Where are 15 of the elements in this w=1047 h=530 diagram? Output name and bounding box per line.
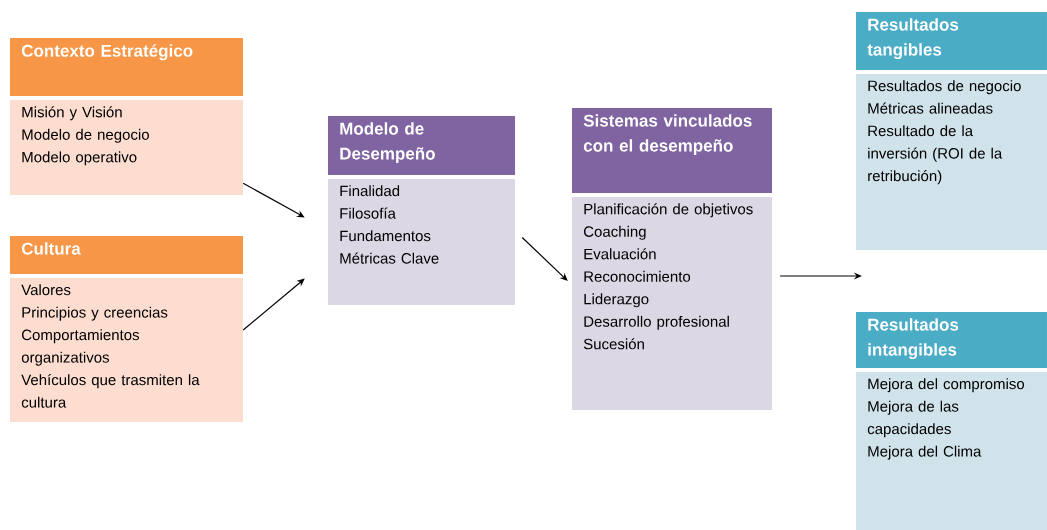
node-label: Sistemas vinculados con el desempeño bbox=[583, 114, 752, 156]
process-card: Contexto Estratégico Misión y Visión Modelo de negocio Modelo operativo bbox=[10, 38, 243, 195]
arrow bbox=[242, 182, 305, 218]
node-label: Contexto Estratégico bbox=[21, 44, 193, 61]
node-label: Resultados tangibles bbox=[867, 18, 959, 60]
process-card: Resultados intangibles Mejora del compromiso Mejora de las capacidades Mejora del Clima bbox=[856, 312, 1047, 530]
node-label: Resultados intangibles bbox=[868, 318, 959, 360]
process-card: Modelo de Desempeño Finalidad Filosofía Fundamentos Métricas Clave bbox=[328, 116, 515, 305]
node-label: Modelo de Desempeño bbox=[340, 122, 435, 164]
node-label: Cultura bbox=[21, 242, 81, 255]
process-card: Resultados tangibles Resultados de negocio Métricas alineadas Resultado de la inversión (ROI de la retribución) bbox=[856, 12, 1047, 250]
process-card: Sistemas vinculados con el desempeño Planificación de objetivos Coaching Evaluación Reconocimiento Liderazgo Desarrollo profesional Sucesión bbox=[572, 108, 772, 410]
arrow bbox=[521, 236, 568, 281]
arrow bbox=[242, 278, 305, 331]
process-card: Cultura Valores Principios y creencias Comportamientos organizativos Vehículos que trasmiten la cultura bbox=[10, 236, 243, 422]
